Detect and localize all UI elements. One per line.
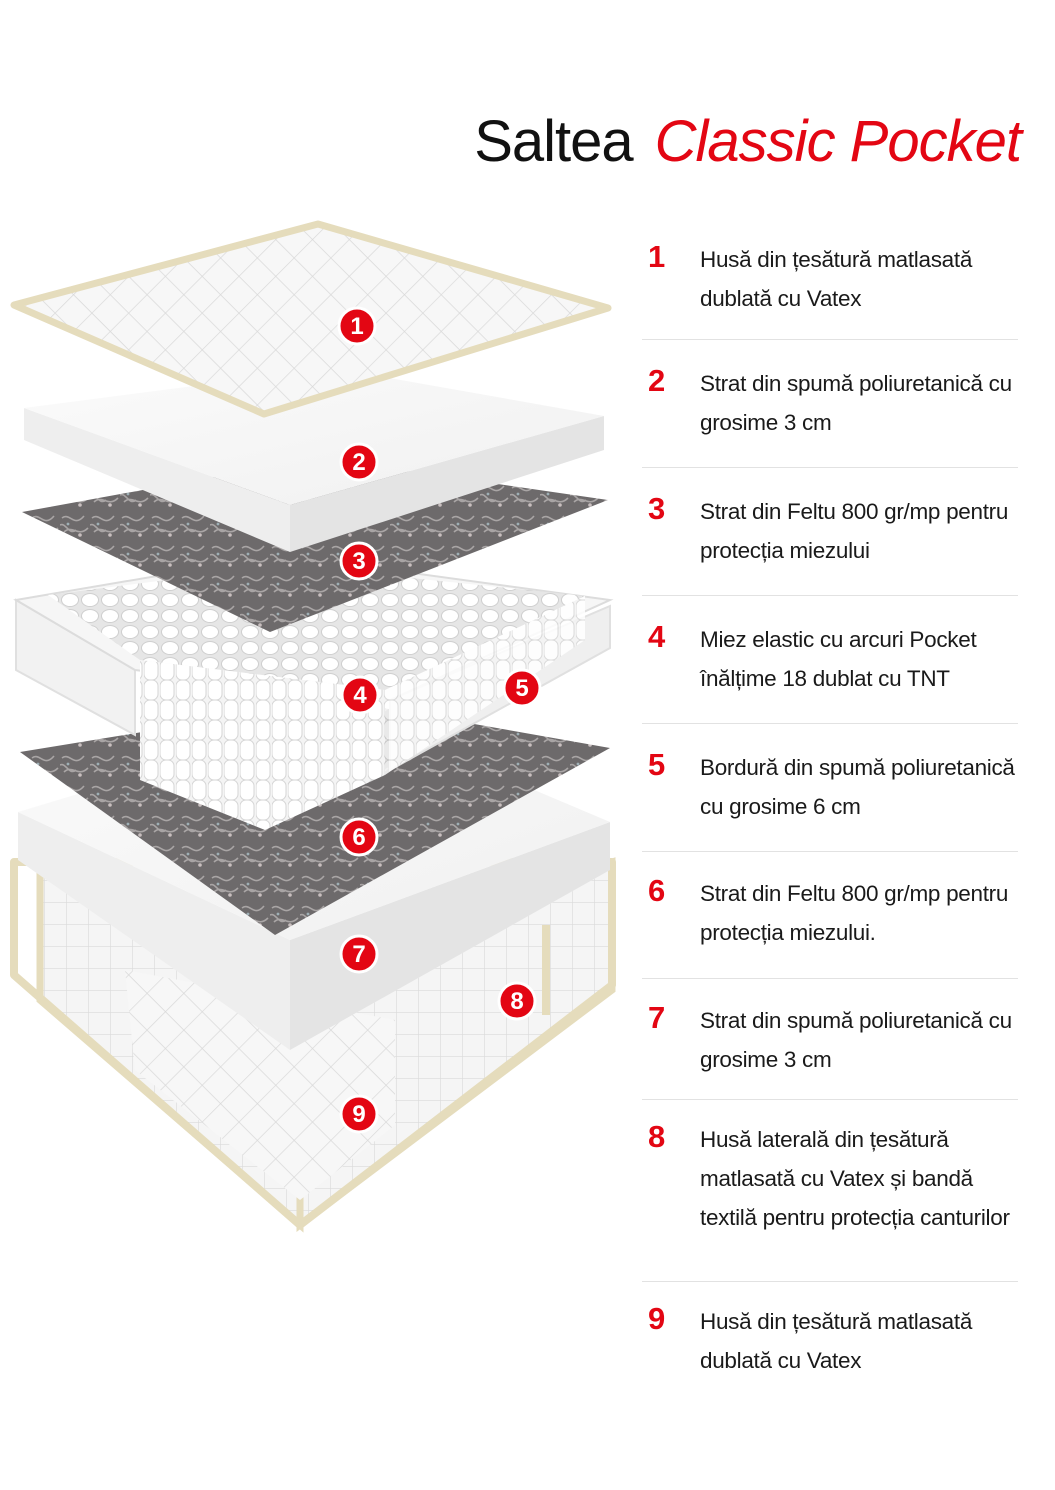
legend-description: Miez elastic cu arcuri Pocket înălțime 1… [700, 627, 977, 691]
svg-text:9: 9 [352, 1101, 365, 1128]
title-main: Saltea [474, 109, 633, 174]
legend-item: 5 Bordură din spumă poliuretanică cu gro… [642, 724, 1018, 852]
legend-item: 3 Strat din Feltu 800 gr/mp pentru prote… [642, 468, 1018, 596]
legend-item: 9 Husă din țesătură matlasată dublată cu… [642, 1282, 1018, 1392]
badge-4: 4 [340, 675, 380, 715]
badge-9: 9 [339, 1094, 379, 1134]
badge-2: 2 [339, 442, 379, 482]
svg-text:5: 5 [515, 675, 528, 702]
legend-number: 1 [648, 239, 666, 274]
svg-text:4: 4 [353, 682, 367, 709]
legend-number: 8 [648, 1119, 666, 1154]
page-title: Saltea Classic Pocket [474, 108, 1022, 175]
svg-text:2: 2 [352, 449, 365, 476]
legend-number: 3 [648, 491, 666, 526]
legend-description: Strat din Feltu 800 gr/mp pentru protecț… [700, 499, 1009, 563]
legend-description: Strat din Feltu 800 gr/mp pentru protecț… [700, 881, 1009, 945]
badge-6: 6 [339, 817, 379, 857]
foam-layer-top [24, 368, 604, 552]
legend-item: 8 Husă laterală din țesătură matlasată c… [642, 1100, 1018, 1282]
badge-1: 1 [337, 306, 377, 346]
legend-description: Strat din spumă poliuretanică cu grosime… [700, 1008, 1012, 1072]
svg-text:3: 3 [352, 548, 365, 575]
legend-description: Strat din spumă poliuretanică cu grosime… [700, 371, 1012, 435]
legend-item: 6 Strat din Feltu 800 gr/mp pentru prote… [642, 852, 1018, 979]
legend-item: 1 Husă din țesătură matlasată dublată cu… [642, 232, 1018, 340]
title-accent: Classic Pocket [654, 109, 1022, 174]
legend-number: 4 [648, 619, 666, 654]
top-cover-layer [10, 220, 612, 418]
legend-number: 7 [648, 1000, 666, 1035]
legend-item: 7 Strat din spumă poliuretanică cu grosi… [642, 979, 1018, 1100]
legend-description: Husă laterală din țesătură matlasată cu … [700, 1127, 1010, 1230]
badge-8: 8 [497, 981, 537, 1021]
badge-3: 3 [339, 541, 379, 581]
legend-number: 5 [648, 747, 666, 782]
svg-text:8: 8 [510, 988, 523, 1015]
felt-layer-top [22, 458, 608, 632]
svg-text:6: 6 [352, 824, 365, 851]
legend-description: Husă din țesătură matlasată dublată cu V… [700, 1309, 973, 1373]
legend-number: 9 [648, 1301, 666, 1336]
mattress-exploded-view: 1 2 3 4 5 6 7 8 9 [10, 220, 616, 1233]
badge-5: 5 [502, 668, 542, 708]
svg-text:1: 1 [350, 313, 363, 340]
legend-description: Husă din țesătură matlasată dublată cu V… [700, 247, 973, 311]
legend-description: Bordură din spumă poliuretanică cu grosi… [700, 755, 1015, 819]
spring-core-layer [13, 553, 614, 830]
layer-legend: 1 Husă din țesătură matlasată dublată cu… [642, 232, 1018, 1392]
legend-item: 2 Strat din spumă poliuretanică cu grosi… [642, 340, 1018, 468]
legend-number: 6 [648, 873, 666, 908]
svg-text:7: 7 [352, 941, 365, 968]
legend-number: 2 [648, 363, 666, 398]
legend-item: 4 Miez elastic cu arcuri Pocket înălțime… [642, 596, 1018, 724]
badge-7: 7 [339, 934, 379, 974]
